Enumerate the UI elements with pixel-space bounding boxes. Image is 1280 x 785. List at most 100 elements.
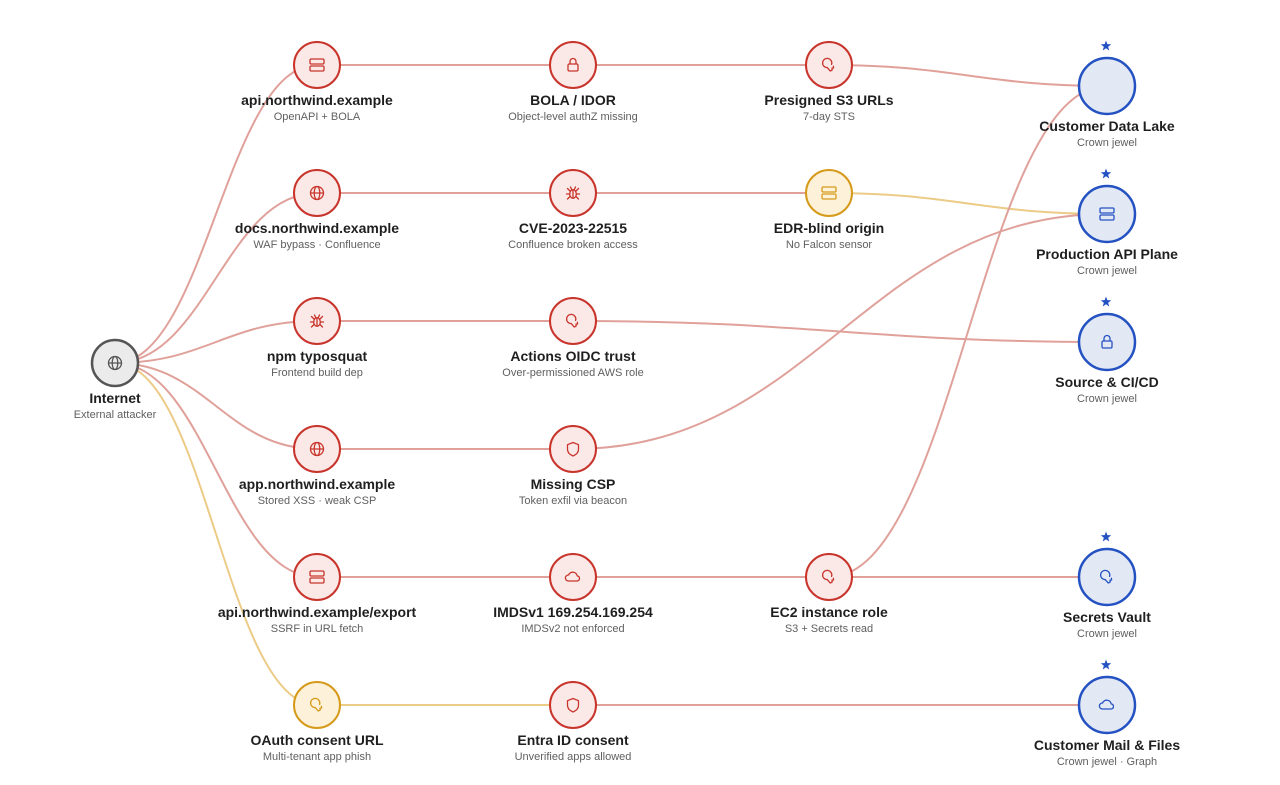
node-circle — [549, 297, 597, 345]
node-title: Presigned S3 URLs — [764, 92, 894, 108]
edge-internet-to-api — [114, 64, 318, 364]
globe-icon — [107, 355, 123, 371]
cloud-icon — [564, 571, 581, 582]
node-subtitle: S3 + Secrets read — [784, 623, 874, 635]
node-subtitle: Frontend build dep — [271, 367, 363, 379]
node-cve[interactable] — [549, 169, 597, 217]
node-title: BOLA / IDOR — [530, 92, 616, 108]
node-oauth[interactable] — [293, 681, 341, 729]
server-icon — [1099, 207, 1115, 221]
node-subtitle: Multi-tenant app phish — [262, 751, 372, 763]
shield-icon — [566, 697, 580, 713]
node-title: Secrets Vault — [1063, 609, 1151, 625]
node-imds[interactable] — [549, 553, 597, 601]
node-title: docs.northwind.example — [234, 220, 400, 236]
node-edr[interactable] — [805, 169, 853, 217]
node-subtitle: Confluence broken access — [508, 239, 638, 251]
node-mail[interactable] — [1077, 659, 1137, 735]
node-app[interactable] — [293, 425, 341, 473]
lock-icon — [1101, 334, 1113, 349]
node-title: Actions OIDC trust — [510, 348, 636, 364]
cloud-icon — [1098, 699, 1115, 710]
node-title: EDR-blind origin — [773, 220, 885, 236]
node-title: Internet — [89, 390, 141, 406]
globe-icon — [309, 185, 325, 201]
node-circle — [1077, 547, 1137, 607]
node-subtitle: Unverified apps allowed — [514, 751, 632, 763]
node-api[interactable] — [293, 41, 341, 89]
node-s3[interactable] — [805, 41, 853, 89]
node-oidc[interactable] — [549, 297, 597, 345]
node-title: Customer Mail & Files — [1033, 737, 1181, 753]
node-subtitle: No Falcon sensor — [785, 239, 873, 251]
nodes-layer — [90, 40, 1137, 735]
crown-jewel-star-icon — [1100, 659, 1112, 670]
node-subtitle: Over-permissioned AWS role — [502, 367, 644, 379]
node-title: IMDSv1 169.254.169.254 — [493, 604, 653, 620]
node-circle — [549, 553, 597, 601]
node-ec2[interactable] — [805, 553, 853, 601]
node-export[interactable] — [293, 553, 341, 601]
node-subtitle: Token exfil via beacon — [518, 495, 628, 507]
node-label-oauth: OAuth consent URL Multi-tenant app phish — [187, 731, 447, 765]
node-circle — [293, 681, 341, 729]
key-icon — [1099, 569, 1113, 584]
node-title: npm typosquat — [266, 348, 368, 364]
server-icon — [309, 58, 325, 72]
node-title: Entra ID consent — [517, 732, 629, 748]
edge-ec2-to-lake — [828, 85, 1108, 578]
node-apiplane[interactable] — [1077, 168, 1137, 244]
node-subtitle: SSRF in URL fetch — [270, 623, 364, 635]
node-circle — [805, 553, 853, 601]
node-vault[interactable] — [1077, 531, 1137, 607]
crown-jewel-star-icon — [1100, 531, 1112, 542]
node-title: api.northwind.example — [241, 92, 393, 108]
node-circle — [1077, 675, 1137, 735]
node-internet[interactable] — [90, 338, 140, 388]
node-cicd[interactable] — [1077, 296, 1137, 372]
lock-icon — [567, 57, 579, 72]
node-docs[interactable] — [293, 169, 341, 217]
key-icon — [565, 313, 579, 328]
node-subtitle: External attacker — [73, 409, 157, 421]
node-subtitle: IMDSv2 not enforced — [521, 623, 625, 635]
node-title: OAuth consent URL — [250, 732, 384, 748]
node-npm[interactable] — [293, 297, 341, 345]
node-bola[interactable] — [549, 41, 597, 89]
node-lake[interactable] — [1077, 40, 1137, 116]
node-subtitle: Crown jewel — [1077, 628, 1137, 640]
node-title: Missing CSP — [530, 476, 616, 492]
server-icon — [309, 570, 325, 584]
node-circle — [293, 553, 341, 601]
node-title: app.northwind.example — [238, 476, 396, 492]
edge-s3-to-lake — [828, 64, 1108, 87]
node-circle — [805, 169, 853, 217]
edge-internet-to-docs — [114, 192, 318, 364]
node-title: api.northwind.example/export — [217, 604, 417, 620]
node-csp[interactable] — [549, 425, 597, 473]
node-subtitle: Stored XSS · weak CSP — [257, 495, 377, 507]
node-entra[interactable] — [549, 681, 597, 729]
node-title: Customer Data Lake — [1039, 118, 1175, 134]
node-circle — [549, 681, 597, 729]
node-title: Production API Plane — [1036, 246, 1178, 262]
key-icon — [821, 57, 835, 72]
node-circle — [805, 41, 853, 89]
edge-internet-to-export — [114, 362, 318, 578]
key-icon — [309, 697, 323, 712]
node-circle — [1077, 312, 1137, 372]
node-label-csp: Missing CSP Token exfil via beacon — [443, 475, 703, 509]
